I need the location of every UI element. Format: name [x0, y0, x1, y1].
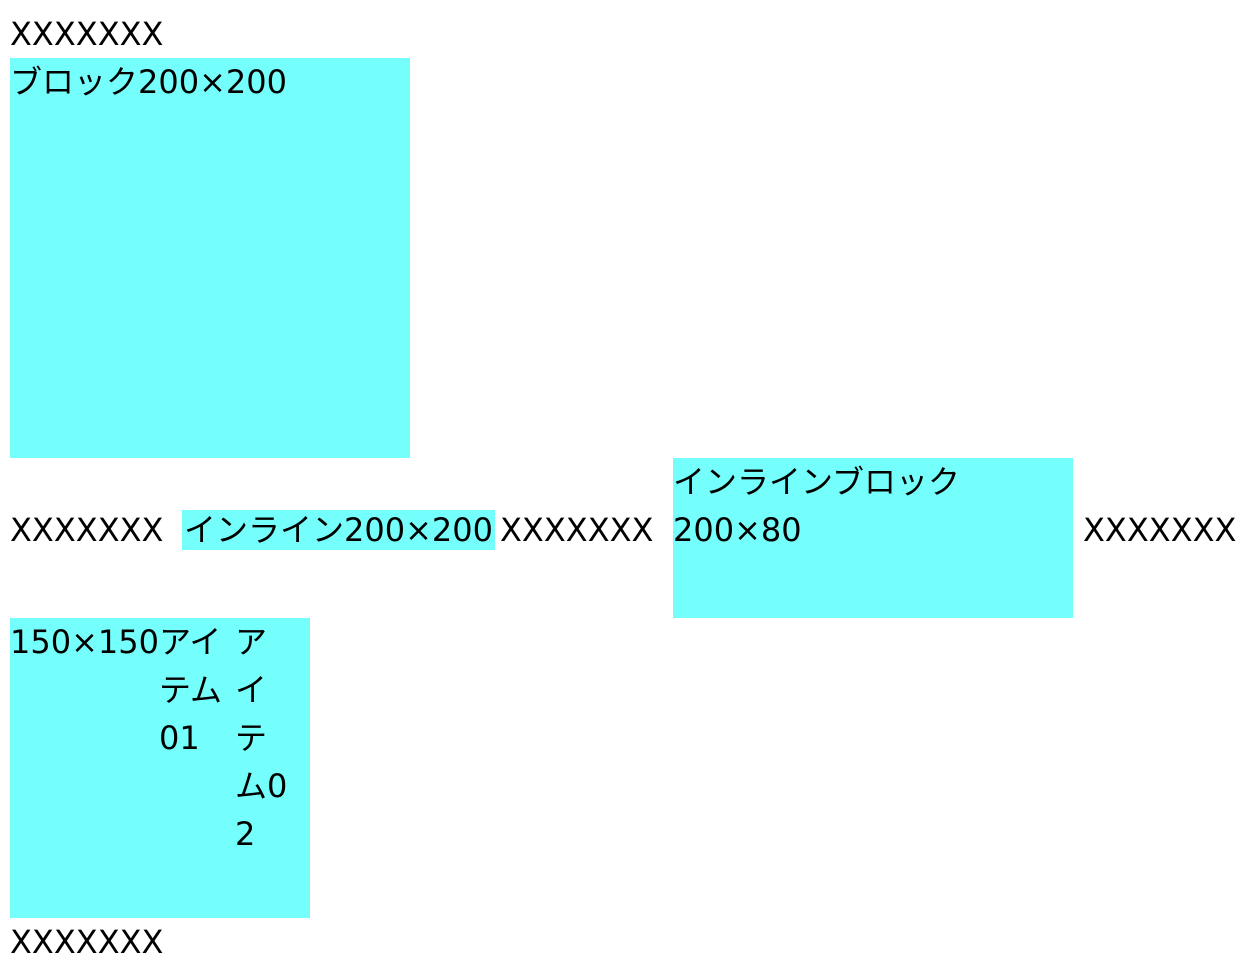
flex-item-02: アイテム02: [234, 623, 288, 853]
inline-row: XXXXXXX インライン200×200 XXXXXXX インラインブロック20…: [10, 458, 1255, 618]
inline-after-text: XXXXXXX: [1083, 511, 1237, 549]
flex-label: 150×150: [10, 623, 159, 661]
block-box: ブロック200×200: [10, 58, 410, 458]
inline-box: インライン200×200: [182, 510, 495, 550]
inline-middle-text: XXXXXXX: [500, 511, 654, 549]
block-label: ブロック200×200: [10, 63, 287, 101]
inline-block-box: インラインブロック200×80: [673, 458, 1073, 618]
flex-item-01: アイテム01: [158, 623, 223, 757]
inline-before-text: XXXXXXX: [10, 511, 164, 549]
flex-container: 150×150 アイテム01 アイテム02: [10, 618, 310, 918]
bottom-filler-text: XXXXXXX: [10, 923, 164, 961]
page: XXXXXXX ブロック200×200 XXXXXXX インライン200×200…: [10, 10, 1255, 966]
top-filler-text: XXXXXXX: [10, 15, 164, 53]
